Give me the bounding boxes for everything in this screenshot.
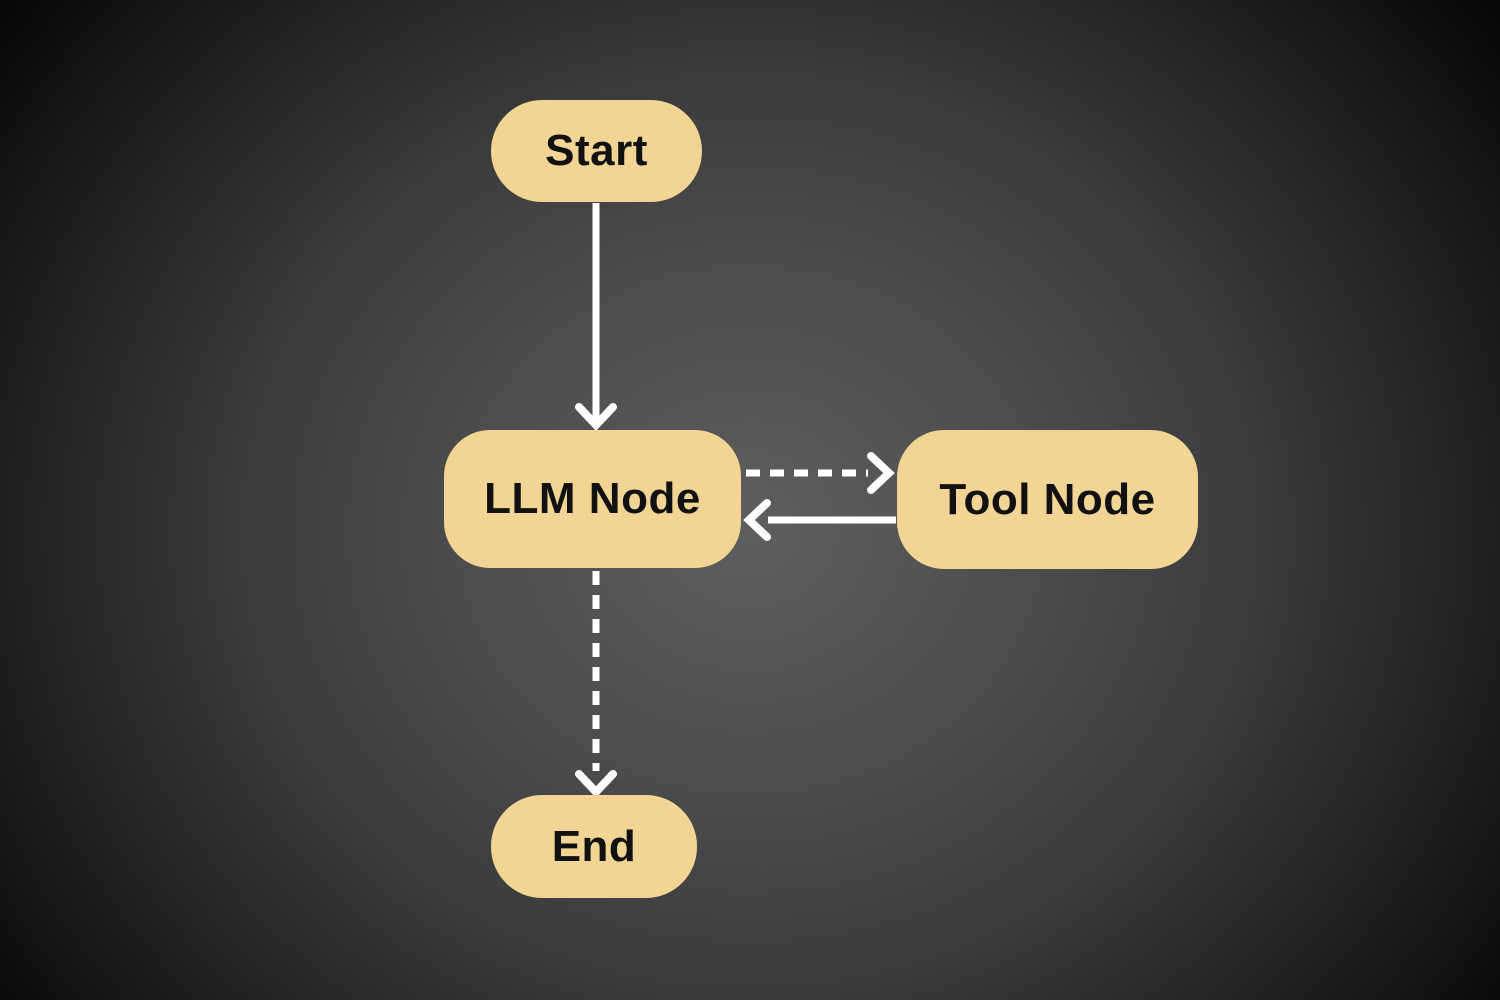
edge-llm-to-tool [746,452,895,494]
node-start: Start [491,100,702,202]
node-end-label: End [551,821,637,871]
edge-llm-to-end [575,571,617,798]
arrowhead-right-icon [867,452,895,494]
node-llm-label: LLM Node [484,474,701,523]
node-tool: Tool Node [897,430,1198,569]
arrowhead-down-icon [575,770,617,798]
arrowhead-down-icon [575,403,617,431]
edge-tool-to-llm [743,499,896,541]
node-start-label: Start [545,126,648,175]
arrowhead-left-icon [743,499,771,541]
edge-start-to-llm [575,203,617,431]
node-end: End [491,795,697,898]
node-tool-label: Tool Node [939,474,1156,524]
node-llm: LLM Node [444,430,741,568]
